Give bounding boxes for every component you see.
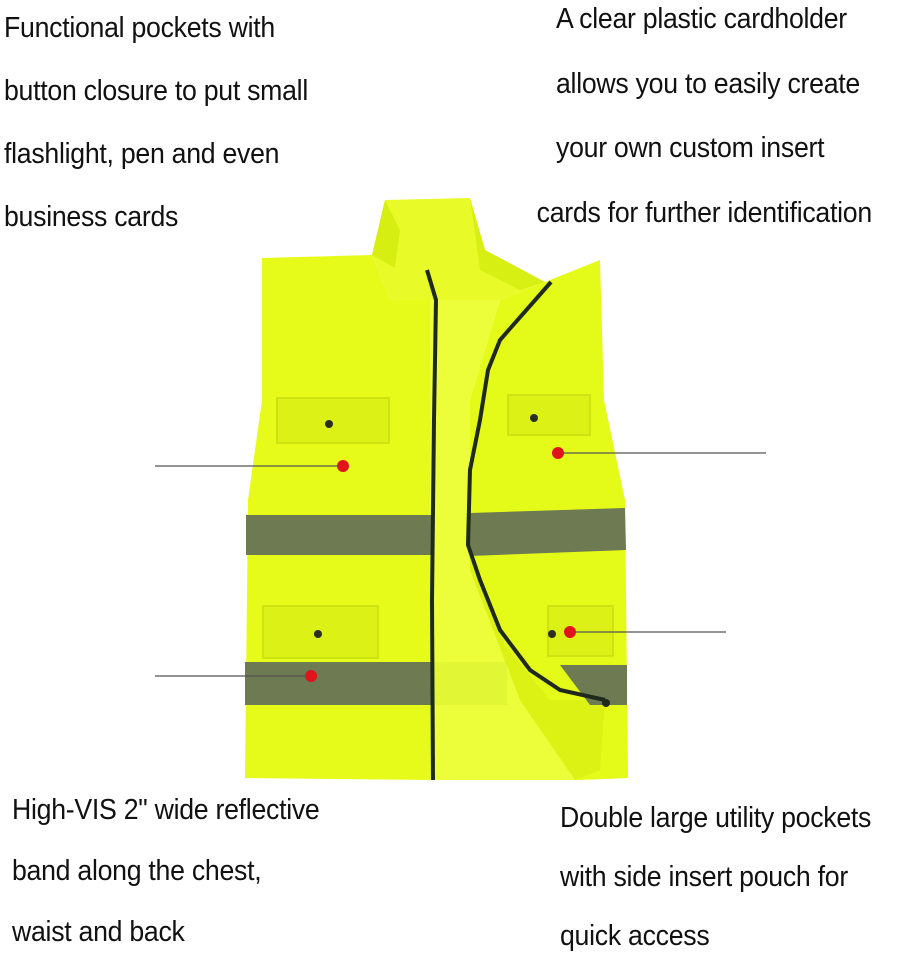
marker-dot-bottom-right (564, 626, 576, 638)
vest-open-flap (470, 555, 605, 780)
collar-right-shade (470, 198, 545, 290)
caption-line: business cards (4, 201, 179, 233)
caption-line: A clear plastic cardholder (556, 3, 847, 35)
zipper-left (425, 269, 439, 781)
pocket-flap-top-left (276, 397, 390, 444)
pocket-button (314, 630, 322, 638)
caption-line: allows you to easily create (556, 67, 860, 100)
caption-line: cards for further identification (536, 196, 872, 229)
caption-line: button closure to put small (4, 75, 308, 107)
marker-dot-top-left (337, 460, 349, 472)
caption-line: Double large utility pockets (560, 802, 872, 834)
zipper-right (465, 280, 606, 702)
collar-shade (372, 200, 400, 268)
pocket-button (548, 630, 556, 638)
caption-line: your own custom insert (556, 132, 825, 164)
caption-utility-pockets: Double large utility pockets with side i… (560, 789, 871, 966)
caption-line: band along the chest, (12, 855, 262, 887)
caption-line: quick access (560, 920, 710, 952)
chest-band-left (246, 515, 432, 555)
caption-cardholder: A clear plastic cardholder allows you to… (537, 0, 872, 245)
pocket-flap-bottom-right (547, 605, 614, 657)
caption-line: Functional pockets with (4, 12, 275, 44)
waist-band-left (245, 662, 432, 705)
vest-inner-lining (430, 300, 580, 780)
caption-line: High-VIS 2" wide reflective (12, 794, 320, 826)
zipper-pull-icon (602, 699, 610, 707)
marker-dot-bottom-left (305, 670, 317, 682)
marker-dot-top-right (552, 447, 564, 459)
caption-functional-pockets: Functional pockets with button closure t… (4, 0, 308, 249)
caption-line: with side insert pouch for (560, 861, 848, 893)
pocket-button (530, 414, 538, 422)
caption-line: waist and back (12, 916, 185, 948)
pocket-flap-top-right (507, 394, 591, 436)
chest-band-right (470, 508, 626, 556)
caption-reflective-band: High-VIS 2" wide reflective band along t… (12, 780, 320, 963)
waist-band-right (560, 665, 627, 705)
caption-line: flashlight, pen and even (4, 138, 280, 170)
waist-band-center (432, 662, 507, 705)
pocket-button (325, 420, 333, 428)
